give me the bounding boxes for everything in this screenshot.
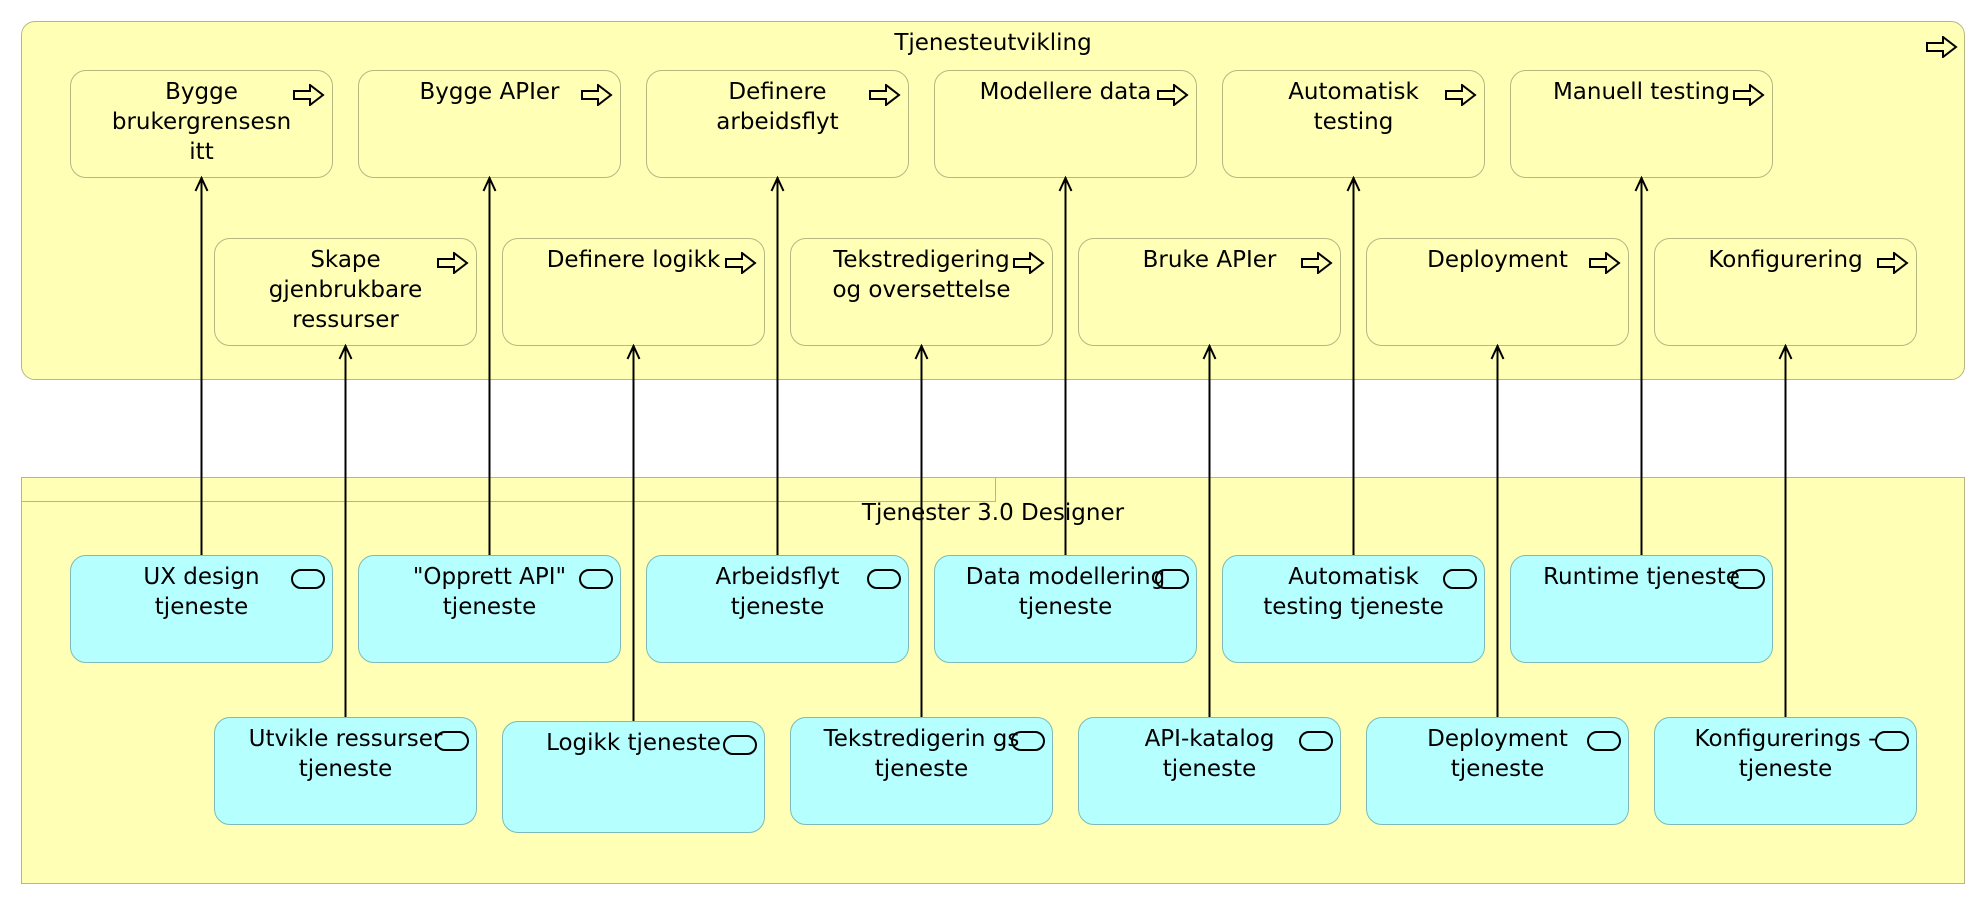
process-arrow-icon — [1445, 84, 1477, 106]
process-definere-logikk[interactable]: Definere logikk — [502, 238, 765, 346]
process-arrow-icon — [437, 252, 469, 274]
service-pill-icon — [1155, 569, 1189, 589]
service-label: Automatisk testing tjeneste — [1263, 564, 1444, 620]
service-pill-icon — [1443, 569, 1477, 589]
group-tab — [20, 476, 996, 502]
service-pill-icon — [723, 735, 757, 755]
process-arrow-icon — [1157, 84, 1189, 106]
process-arrow-icon — [1013, 252, 1045, 274]
process-bruke-apier[interactable]: Bruke APIer — [1078, 238, 1341, 346]
process-bygge-brukergrensesn-itt[interactable]: Bygge brukergrensesn itt — [70, 70, 333, 178]
process-arrow-icon — [1877, 252, 1909, 274]
process-arrow-icon — [1301, 252, 1333, 274]
service-pill-icon — [1011, 731, 1045, 751]
service-api-katalog-tjeneste[interactable]: API-katalog tjeneste — [1078, 717, 1341, 825]
service-label: API-katalog tjeneste — [1144, 726, 1275, 782]
process-manuell-testing[interactable]: Manuell testing — [1510, 70, 1773, 178]
service-pill-icon — [867, 569, 901, 589]
process-label: Skape gjenbrukbare ressurser — [268, 247, 423, 333]
process-label: Modellere data — [979, 79, 1152, 105]
service-label: Utvikle ressurser tjeneste — [248, 726, 443, 782]
service-pill-icon — [1731, 569, 1765, 589]
service-runtime-tjeneste[interactable]: Runtime tjeneste — [1510, 555, 1773, 663]
process-definere-arbeidsflyt[interactable]: Definere arbeidsflyt — [646, 70, 909, 178]
service-pill-icon — [1299, 731, 1333, 751]
process-deployment[interactable]: Deployment — [1366, 238, 1629, 346]
group-title: Tjenesteutvikling — [894, 30, 1092, 56]
service-label: UX design tjeneste — [143, 564, 260, 620]
service-konfigurerings-tjeneste[interactable]: Konfigurerings - tjeneste — [1654, 717, 1917, 825]
process-label: Automatisk testing — [1288, 79, 1419, 135]
process-label: Bygge APIer — [419, 79, 560, 105]
process-tekstredigering-og-oversettelse[interactable]: Tekstredigering og oversettelse — [790, 238, 1053, 346]
process-modellere-data[interactable]: Modellere data — [934, 70, 1197, 178]
service-pill-icon — [579, 569, 613, 589]
service-label: Data modellering tjeneste — [965, 564, 1166, 620]
process-arrow-icon — [1589, 252, 1621, 274]
process-label: Bruke APIer — [1142, 247, 1277, 273]
process-label: Definere arbeidsflyt — [716, 79, 839, 135]
service-pill-icon — [1875, 731, 1909, 751]
process-arrow-icon — [869, 84, 901, 106]
process-arrow-icon — [581, 84, 613, 106]
process-arrow-icon — [293, 84, 325, 106]
process-label: Bygge brukergrensesn itt — [111, 79, 292, 165]
service-logikk-tjeneste[interactable]: Logikk tjeneste — [502, 721, 765, 833]
process-arrow-icon — [1733, 84, 1765, 106]
process-label: Tekstredigering og oversettelse — [832, 247, 1011, 303]
service-label: Logikk tjeneste — [546, 730, 721, 756]
process-label: Definere logikk — [546, 247, 721, 273]
service-pill-icon — [291, 569, 325, 589]
service-data-modellering-tjeneste[interactable]: Data modellering tjeneste — [934, 555, 1197, 663]
process-bygge-apier[interactable]: Bygge APIer — [358, 70, 621, 178]
service-ux-design-tjeneste[interactable]: UX design tjeneste — [70, 555, 333, 663]
service-tekstredigerin-gs-tjeneste[interactable]: Tekstredigerin gs tjeneste — [790, 717, 1053, 825]
service-label: Runtime tjeneste — [1543, 564, 1740, 590]
process-arrow-icon — [1926, 36, 1958, 58]
service-label: Deployment tjeneste — [1427, 726, 1568, 782]
service-opprett-api-tjeneste[interactable]: "Opprett API" tjeneste — [358, 555, 621, 663]
service-deployment-tjeneste[interactable]: Deployment tjeneste — [1366, 717, 1629, 825]
service-automatisk-testing-tjeneste[interactable]: Automatisk testing tjeneste — [1222, 555, 1485, 663]
service-pill-icon — [1587, 731, 1621, 751]
service-arbeidsflyt-tjeneste[interactable]: Arbeidsflyt tjeneste — [646, 555, 909, 663]
service-pill-icon — [435, 731, 469, 751]
service-label: Konfigurerings - tjeneste — [1694, 726, 1877, 782]
group-title: Tjenester 3.0 Designer — [861, 500, 1125, 526]
service-label: Tekstredigerin gs tjeneste — [823, 726, 1020, 782]
service-utvikle-ressurser-tjeneste[interactable]: Utvikle ressurser tjeneste — [214, 717, 477, 825]
service-label: Arbeidsflyt tjeneste — [715, 564, 840, 620]
process-skape-gjenbrukbare-ressurser[interactable]: Skape gjenbrukbare ressurser — [214, 238, 477, 346]
process-arrow-icon — [725, 252, 757, 274]
process-label: Deployment — [1427, 247, 1568, 273]
process-automatisk-testing[interactable]: Automatisk testing — [1222, 70, 1485, 178]
process-label: Konfigurering — [1708, 247, 1863, 273]
process-label: Manuell testing — [1552, 79, 1731, 105]
process-konfigurering[interactable]: Konfigurering — [1654, 238, 1917, 346]
service-label: "Opprett API" tjeneste — [412, 564, 567, 620]
